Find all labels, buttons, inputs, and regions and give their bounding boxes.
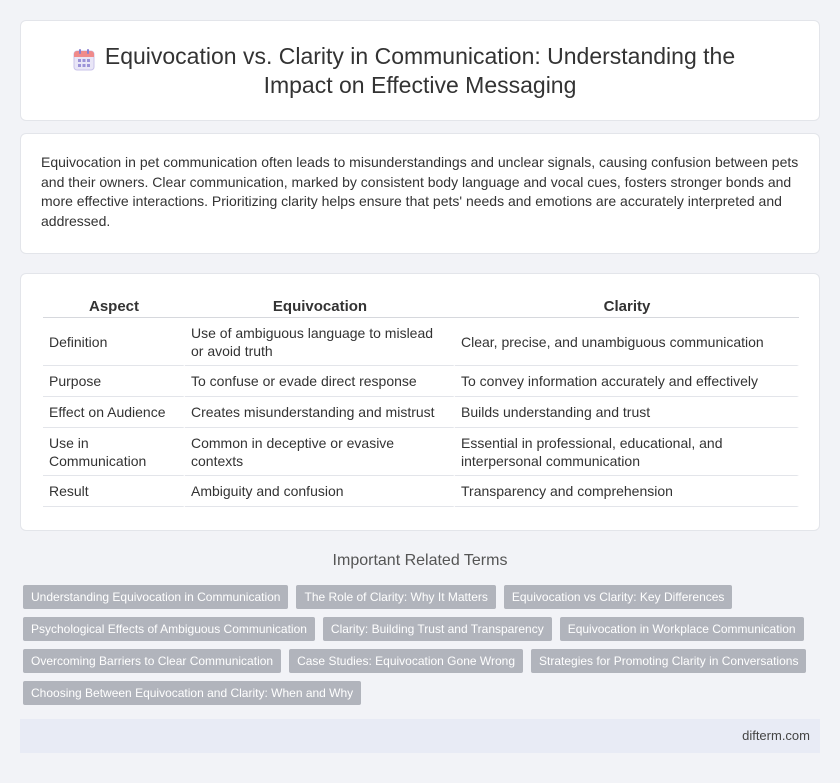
related-terms-title: Important Related Terms [332, 552, 508, 569]
column-header-clarity: Clarity [455, 294, 799, 318]
table-cell: Transparency and comprehension [455, 476, 799, 507]
related-term-tag[interactable]: Strategies for Promoting Clarity in Conv… [531, 649, 807, 673]
table-cell: Builds understanding and trust [455, 397, 799, 428]
table-cell: Common in deceptive or evasive contexts [185, 428, 455, 476]
table-cell: Ambiguity and confusion [185, 476, 455, 507]
table-cell: Effect on Audience [43, 397, 185, 428]
table-row: Use in Communication Common in deceptive… [43, 428, 799, 476]
table-cell: Use in Communication [43, 428, 185, 476]
table-cell: Definition [43, 318, 185, 366]
table-cell: To confuse or evade direct response [185, 366, 455, 397]
comparison-table: Aspect Equivocation Clarity Definition U… [43, 294, 799, 507]
table-cell: Result [43, 476, 185, 507]
table-header-row: Aspect Equivocation Clarity [43, 294, 799, 318]
related-term-tag[interactable]: The Role of Clarity: Why It Matters [296, 585, 496, 609]
intro-text: Equivocation in pet communication often … [41, 154, 799, 229]
footer: difterm.com [20, 719, 820, 753]
table-cell: Creates misunderstanding and mistrust [185, 397, 455, 428]
table-cell: Use of ambiguous language to mislead or … [185, 318, 455, 366]
table-cell: Purpose [43, 366, 185, 397]
column-header-aspect: Aspect [43, 294, 185, 318]
footer-site-link[interactable]: difterm.com [742, 728, 810, 743]
related-term-tag[interactable]: Choosing Between Equivocation and Clarit… [23, 681, 362, 705]
table-row: Result Ambiguity and confusion Transpare… [43, 476, 799, 507]
intro-card: Equivocation in pet communication often … [20, 133, 820, 254]
related-term-tag[interactable]: Clarity: Building Trust and Transparency [322, 617, 552, 641]
table-cell: To convey information accurately and eff… [455, 366, 799, 397]
table-row: Purpose To confuse or evade direct respo… [43, 366, 799, 397]
page-title: Equivocation vs. Clarity in Communicatio… [104, 42, 736, 98]
comparison-card: Aspect Equivocation Clarity Definition U… [20, 273, 820, 531]
table-row: Effect on Audience Creates misunderstand… [43, 397, 799, 428]
table-cell: Clear, precise, and unambiguous communic… [455, 318, 799, 366]
related-term-tag[interactable]: Equivocation in Workplace Communication [559, 617, 804, 641]
column-header-equivocation: Equivocation [185, 294, 455, 318]
related-term-tag[interactable]: Case Studies: Equivocation Gone Wrong [289, 649, 523, 673]
related-term-tag[interactable]: Understanding Equivocation in Communicat… [23, 585, 289, 609]
table-cell: Essential in professional, educational, … [455, 428, 799, 476]
calendar-icon [73, 49, 95, 71]
related-term-tag[interactable]: Equivocation vs Clarity: Key Differences [503, 585, 733, 609]
related-term-tag[interactable]: Overcoming Barriers to Clear Communicati… [23, 649, 282, 673]
related-terms-list: Understanding Equivocation in Communicat… [23, 585, 823, 705]
header-card: Equivocation vs. Clarity in Communicatio… [20, 20, 820, 121]
related-term-tag[interactable]: Psychological Effects of Ambiguous Commu… [23, 617, 315, 641]
table-row: Definition Use of ambiguous language to … [43, 318, 799, 366]
